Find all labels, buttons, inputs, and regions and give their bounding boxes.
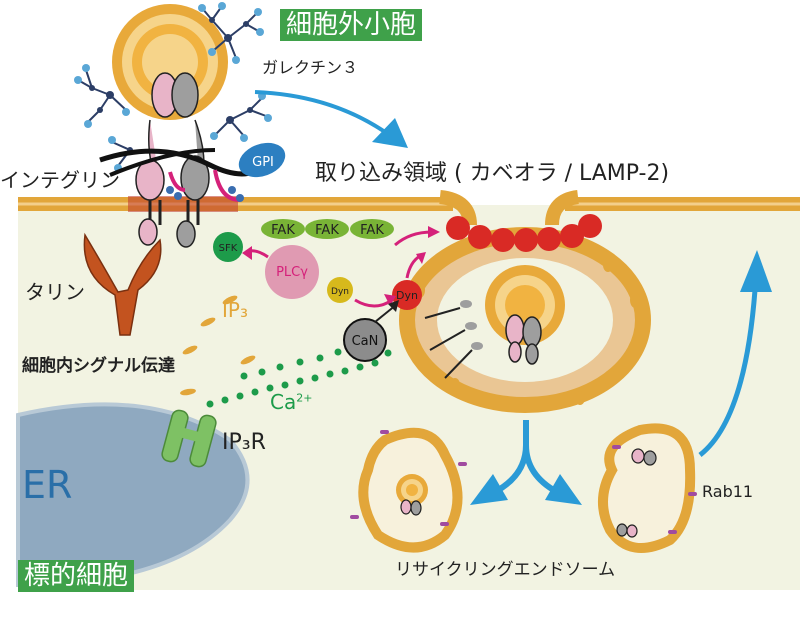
fak-label-1: FAK [271,223,295,238]
exosome-label: 細胞外小胞 [280,9,423,41]
integrin-complex [99,72,272,248]
ip3-molecules [180,295,256,396]
recycling-endosome-label: リサイクリングエンドソーム [395,560,616,580]
blue-arrows [254,90,772,505]
dyn-active-label: Dyn [396,289,418,302]
gpi-shape [238,142,286,178]
gpi-label: GPI [252,155,274,170]
ca-text: Ca [270,390,297,414]
sfk-shape [213,232,243,262]
target-cell-label: 標的細胞 [18,560,135,592]
plcg-shape [265,245,319,299]
talin-shape [83,232,162,336]
plcg-label: PLCγ [276,265,308,280]
fak-group: FAK FAK FAK [261,219,394,239]
ca-label: Ca2+ [270,392,312,412]
ip3-label: IP₃ [222,298,248,322]
dyn-active [392,280,422,310]
ca-dots [206,348,392,408]
uptake-region-label: 取り込み領域 ( カベオラ / LAMP-2) [315,161,670,186]
ca-superscript: 2+ [296,391,313,405]
intracellular-signal-label: 細胞内シグナル伝達 [22,356,175,376]
recycling-endosome-2 [597,423,696,553]
er-label: ER [22,463,73,507]
ip3r-shape [161,409,217,468]
sfk-label: SFK [219,243,238,254]
fak-label-3: FAK [360,223,384,238]
rab11-label: Rab11 [702,482,754,501]
can-label: CaN [352,334,379,349]
can-shape [343,318,387,362]
dyn-inactive-label: Dyn [331,287,349,297]
fak-label-2: FAK [315,223,339,238]
talin-label: タリン [25,280,85,304]
caveola-beads [446,214,602,252]
integrin-label: インテグリン [0,168,120,192]
integrin-zone [128,196,238,212]
galectin3-label: ガレクチン３ [262,58,359,77]
ip3r-label: IP₃R [222,430,266,455]
galectin3-dots [74,2,272,172]
dyn-inactive [327,277,353,303]
vesicle-stalks [424,307,473,379]
